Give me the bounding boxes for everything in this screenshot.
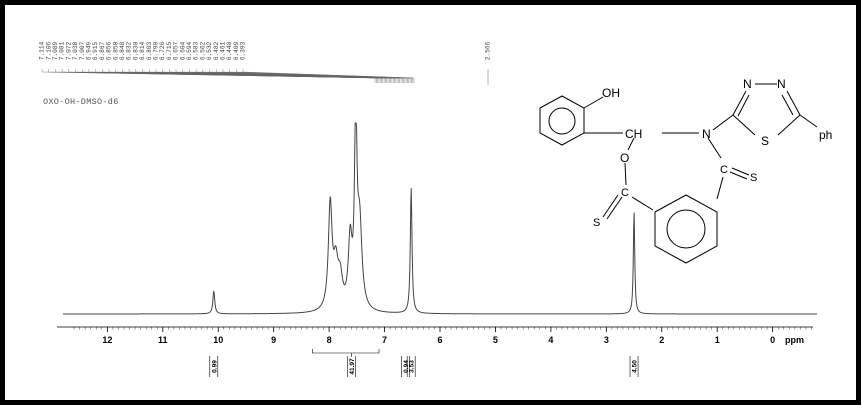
integral-group: 0.99 41.97 0.943.53 4.50 [209,349,639,377]
peak-list-value: 6.850 [112,41,119,60]
peak-list-value: 6.583 [193,41,200,60]
integral-value: 3.53 [409,360,416,373]
label-amine-n: N [702,127,711,141]
x-tick-label: 9 [271,335,276,345]
sample-label: OXO-OH-DMSO-d6 [43,97,119,107]
x-tick-label: 1 [715,335,720,345]
spectrum-trace [63,122,817,315]
x-tick-label: 7 [382,335,387,345]
peak-leader [242,69,415,83]
peak-list-value: 6.604 [179,41,186,60]
x-tick-label: 0 [770,335,775,345]
peak-list-value: 7.089 [52,41,59,60]
n-thiadiazole-bond [712,114,734,131]
c-benzene-left [631,196,654,211]
label-carbon-left: C [621,187,629,199]
peak-list-value: 6.949 [86,41,93,60]
td-c2-s [732,114,756,136]
label-oxygen: O [620,151,629,165]
peak-list-right: 2.566 [485,41,492,60]
x-tick-label: 12 [102,335,112,345]
peak-list-value: 6.867 [99,41,106,60]
peak-list-value: 6.657 [173,41,180,60]
x-tick-label: 11 [158,335,168,345]
peak-list-value: 7.081 [59,41,66,60]
peak-list-value: 6.726 [159,41,166,60]
td-s-c5 [777,114,801,136]
td-c2-n3 [732,90,747,116]
x-tick-label: 4 [548,335,553,345]
peak-list-value: 6.393 [240,41,247,60]
peak-list-value: 6.803 [146,41,153,60]
benzene-ring [653,197,739,263]
x-axis-label: ppm [785,335,804,345]
td-n4-c5 [786,90,801,116]
peak-list-value: 7.072 [65,41,72,60]
peak-list-value: 6.832 [126,41,133,60]
structure-labels: OH CH N O C S C S N N S ph [593,77,832,229]
phenol-ring-aromatic [548,107,576,135]
benzene-aromatic [666,209,706,249]
integral-value: 4.50 [632,360,639,373]
label-sulfur-right: S [750,172,757,184]
cs-left-double-b [606,196,623,220]
peak-list-value: 6.814 [139,41,146,60]
peak-list-value: 6.848 [119,41,126,60]
label-ch: CH [625,127,642,141]
c-benzene-right [716,176,724,200]
ch-o-bond [627,137,635,151]
td-c2-n3-double [737,94,750,117]
peak-list-value: 6.482 [213,41,220,60]
x-tick-label: 5 [493,335,498,345]
chemical-structure [539,83,818,264]
x-tick-label: 8 [327,335,332,345]
oh-bond [583,96,604,109]
x-tick-label: 10 [213,335,223,345]
peak-list-value: 6.562 [199,41,206,60]
integral-value: 0.94 [403,360,410,373]
x-tick-label: 2 [659,335,664,345]
peak-list-value: 2.566 [485,41,492,60]
label-sulfur-left: S [593,217,600,229]
integral-bracket [312,349,380,354]
x-tick-label: 3 [604,335,609,345]
label-ring-n2: N [777,77,786,91]
td-n4-c5-double [781,94,794,116]
peak-list-value: 6.856 [106,41,113,60]
integral-value: 0.99 [211,360,218,373]
peak-list-value: 6.461 [220,41,227,60]
o-c-bond [624,162,627,186]
peak-list-value: 7.007 [79,41,86,60]
peak-list-value: 6.830 [132,41,139,60]
label-carbon-right: C [720,164,728,176]
integral-value: 41.97 [349,358,356,375]
peak-list-value: 6.915 [92,41,99,60]
phenol-ring [539,95,585,146]
cs-left-double-a [602,194,619,218]
n-c-right-bond [707,137,722,159]
peak-list-value: 6.440 [226,41,233,60]
label-ring-s: S [761,134,769,148]
peak-list-value: 6.790 [153,41,160,60]
label-ring-n1: N [743,77,752,91]
peak-leader-lines [41,69,489,85]
peak-list-value: 7.038 [72,41,79,60]
label-phenyl: ph [819,128,832,142]
peak-list-value: 6.409 [233,41,240,60]
peak-list-value: 7.106 [45,41,52,60]
label-oh: OH [602,86,620,100]
peak-list-value: 6.715 [166,41,173,60]
benzene-hexagon [654,194,718,264]
peak-list-value: 6.532 [206,41,213,60]
cs-right-double-a [731,167,750,176]
x-tick-label: 6 [437,335,442,345]
cs-right-double-b [729,171,748,180]
td-ph-bond [799,114,818,128]
peak-list-value: 6.594 [186,41,193,60]
peak-list-value: 7.114 [39,41,46,60]
